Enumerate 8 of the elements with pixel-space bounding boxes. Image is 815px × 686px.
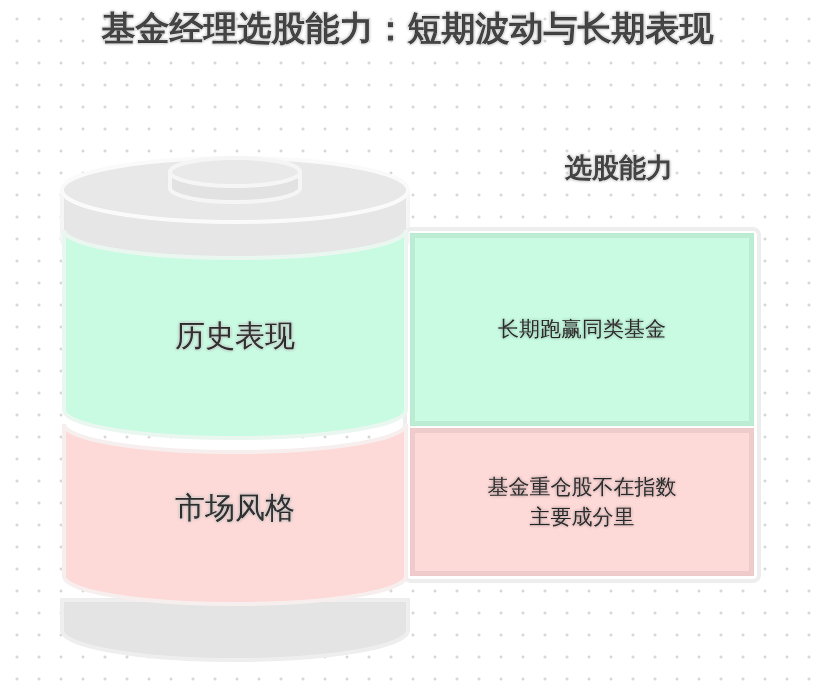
band-label: 历史表现 (174, 318, 296, 356)
section-heading: 选股能力 (565, 152, 673, 186)
title: 基金经理选股能力：短期波动与长期表现 (100, 8, 714, 51)
box-text: 长期跑赢同类基金 (498, 316, 666, 344)
box-text: 基金重仓股不在指数主要成分里 (486, 474, 678, 531)
text-box (410, 428, 754, 576)
band-label: 市场风格 (174, 490, 296, 528)
text-box (410, 233, 754, 426)
